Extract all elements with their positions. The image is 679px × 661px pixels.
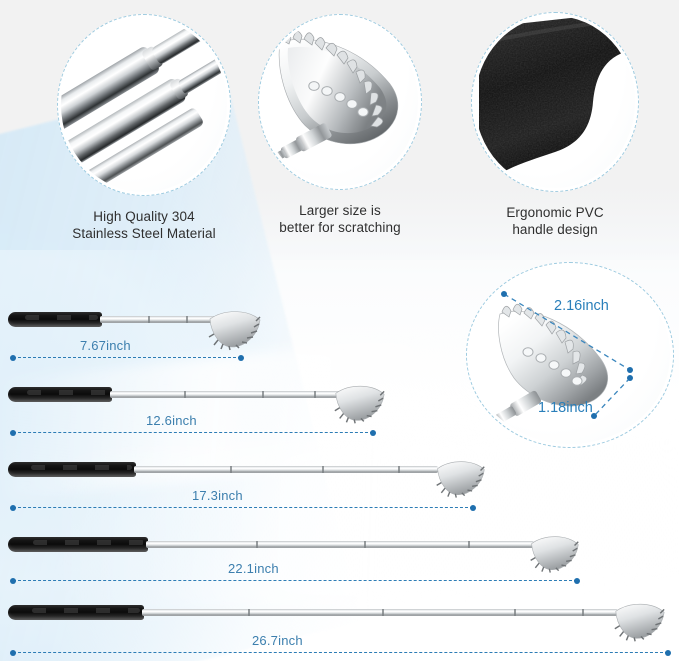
- length-line-2: [10, 430, 376, 436]
- length-row-3: 17.3inch: [0, 450, 679, 511]
- telescoping-shaft-illustration: [61, 18, 227, 192]
- tool-head-2: [334, 385, 385, 424]
- tool-handle-2: [8, 387, 112, 402]
- head-height-label: 1.18inch: [538, 400, 593, 416]
- head-dimension-callout: 2.16inch 1.18inch: [466, 262, 674, 448]
- feature-larger-size: Larger size is better for scratching: [250, 14, 430, 236]
- tool-head-4: [530, 536, 579, 573]
- feature-circle-pvc-handle: [471, 12, 639, 192]
- feature-stainless-steel: High Quality 304 Stainless Steel Materia…: [44, 14, 244, 242]
- head-dimension-circle: [466, 262, 674, 448]
- tool-head-1: [208, 311, 261, 351]
- shaft-joint: [398, 466, 400, 473]
- shaft-joint: [514, 609, 516, 616]
- length-dot-end: [574, 578, 580, 584]
- shaft-joint: [262, 391, 264, 398]
- feature-caption-larger-size: Larger size is better for scratching: [279, 203, 401, 235]
- feature-circle-larger-size: [258, 14, 422, 190]
- feature-pvc-handle: Ergonomic PVC handle design: [460, 12, 650, 238]
- length-dot-end: [470, 505, 476, 511]
- shaft-joint: [256, 541, 258, 548]
- scratcher-head-illustration: [271, 31, 399, 163]
- feature-caption-pvc-handle: Ergonomic PVC handle design: [506, 205, 604, 237]
- length-row-5: 26.7inch: [0, 595, 679, 661]
- tool-shaft-2: [110, 391, 340, 398]
- length-dot-end: [238, 355, 244, 361]
- head-dimension-photo-icon: [470, 266, 670, 444]
- length-dot-end: [370, 430, 376, 436]
- tool-shaft-3: [134, 466, 438, 473]
- length-line-4: [10, 578, 580, 584]
- length-label-5: 26.7inch: [252, 633, 303, 648]
- length-dot-end: [665, 650, 671, 656]
- shaft-joint: [364, 541, 366, 548]
- head-dimension-illustration: [495, 291, 633, 424]
- length-line-5: [10, 650, 671, 656]
- shaft-joint: [322, 466, 324, 473]
- shaft-joint: [184, 391, 186, 398]
- steel-shaft-icon: [61, 18, 227, 192]
- length-dot-start: [10, 578, 16, 584]
- pvc-handle-icon: [475, 16, 635, 188]
- length-dot-start: [10, 355, 16, 361]
- tool-shaft-5: [142, 609, 618, 616]
- feature-circle-stainless-steel: [57, 14, 231, 196]
- pvc-handle-illustration: [479, 16, 625, 182]
- shaft-joint: [582, 609, 584, 616]
- length-row-2: 12.6inch: [0, 375, 679, 436]
- tool-handle-5: [8, 605, 144, 620]
- feature-caption-stainless-steel: High Quality 304 Stainless Steel Materia…: [72, 209, 216, 241]
- head-width-label: 2.16inch: [554, 298, 609, 314]
- length-label-3: 17.3inch: [192, 488, 243, 503]
- length-label-2: 12.6inch: [146, 413, 197, 428]
- length-row-4: 22.1inch: [0, 525, 679, 585]
- length-row-1: 7.67inch: [0, 300, 679, 361]
- shaft-joint: [468, 541, 470, 548]
- tool-head-5: [614, 603, 665, 642]
- shaft-joint: [382, 609, 384, 616]
- shaft-joint: [148, 316, 150, 323]
- length-line-1: [10, 355, 244, 361]
- length-label-4: 22.1inch: [228, 561, 279, 576]
- tool-head-3: [436, 461, 485, 498]
- tool-shaft-1: [100, 316, 216, 323]
- shaft-joint: [230, 466, 232, 473]
- length-dot-start: [10, 430, 16, 436]
- tool-handle-1: [8, 312, 102, 327]
- shaft-joint: [248, 609, 250, 616]
- length-dot-start: [10, 650, 16, 656]
- length-label-1: 7.67inch: [80, 338, 131, 353]
- tool-handle-3: [8, 462, 136, 477]
- tool-shaft-4: [146, 541, 534, 548]
- tool-handle-4: [8, 537, 148, 552]
- scratcher-head-icon: [262, 18, 418, 186]
- length-dot-start: [10, 505, 16, 511]
- shaft-joint: [314, 391, 316, 398]
- length-line-3: [10, 505, 476, 511]
- shaft-joint: [186, 316, 188, 323]
